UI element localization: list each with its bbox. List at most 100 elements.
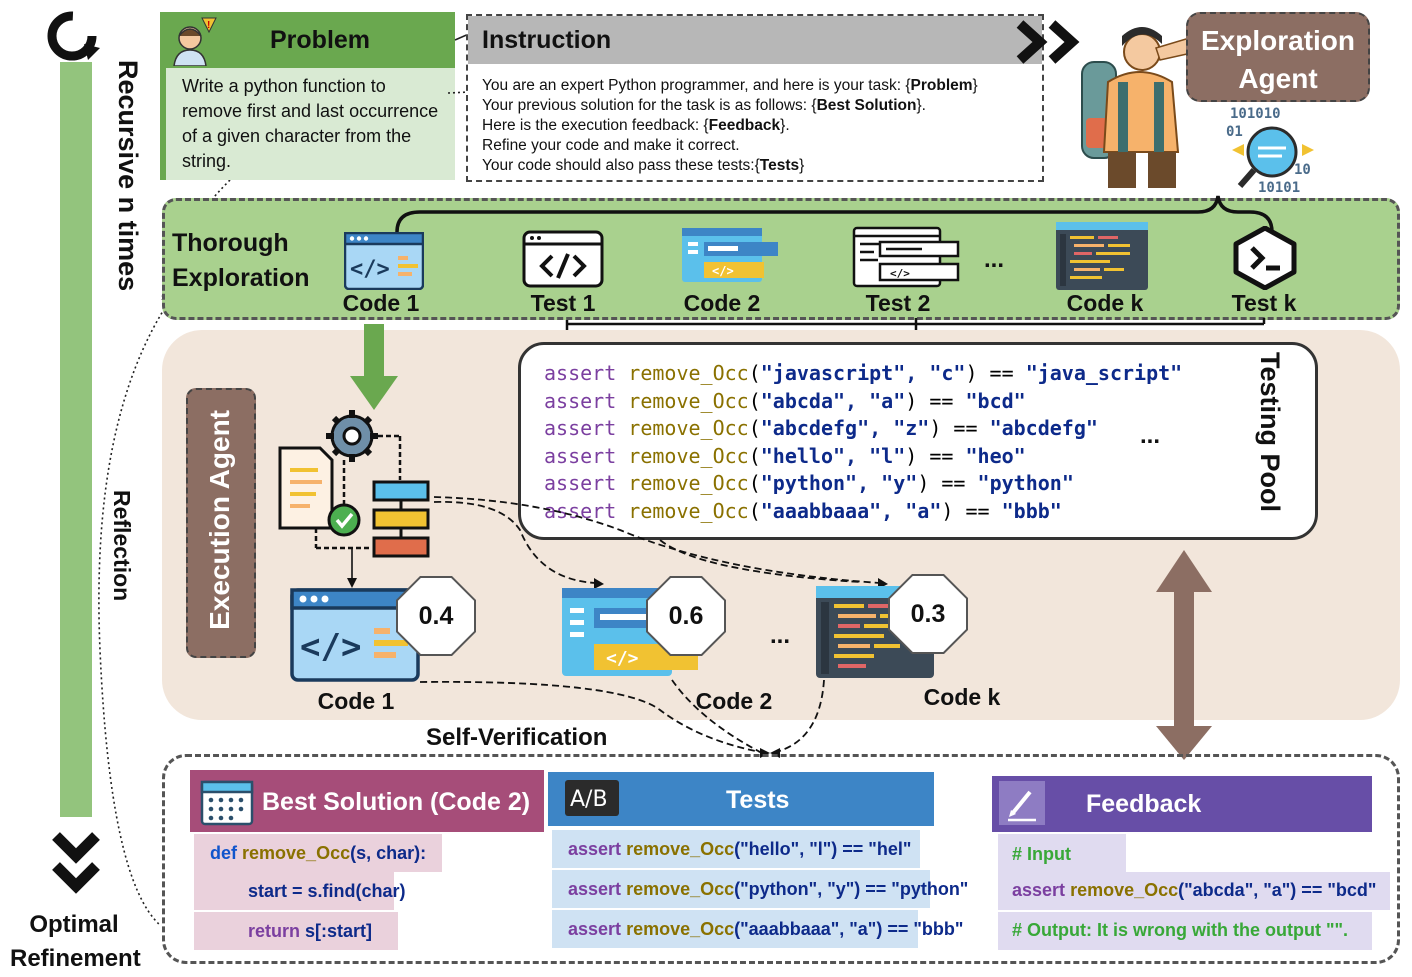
instruction-line-end: }: [972, 77, 978, 94]
instruction-placeholder: Feedback: [708, 117, 781, 134]
tests-line: assert remove_Occ("hello", "l") == "hel": [568, 839, 911, 860]
exploration-item-label: Code 2: [683, 290, 761, 316]
instruction-line: Refine your code and make it correct.: [482, 136, 978, 156]
feedback-assert-func: remove_Occ: [1070, 880, 1179, 900]
instruction-line-text: You are an expert Python programmer, and…: [482, 77, 911, 94]
code-keyword: return: [248, 921, 306, 941]
instruction-line-text: Your previous solution for the task is a…: [482, 97, 817, 114]
score-value: 0.3: [890, 576, 966, 652]
best-solution-line: start = s.find(char): [248, 881, 406, 902]
assert-args: "abcda", "a": [760, 388, 906, 413]
feedback-assert-line: assert remove_Occ("abcda", "a") == "bcd": [1012, 880, 1376, 901]
svg-text:</>: </>: [300, 627, 361, 667]
svg-text:10101: 10101: [1258, 180, 1300, 194]
testing-pool-label: Testing Pool: [1255, 352, 1285, 512]
code-2-icon: </>: [682, 228, 778, 288]
assert-line: assert remove_Occ("abcda", "a") == "bcd": [544, 388, 1026, 413]
assert-func: remove_Occ: [628, 361, 749, 385]
assert-func: remove_Occ: [628, 498, 749, 523]
tests-assert-func: remove_Occ: [626, 839, 735, 859]
testing-pool-box: [518, 342, 1318, 540]
execution-agent-badge: Execution Agent: [186, 388, 256, 658]
code-1-icon: </>: [343, 231, 425, 291]
instruction-line-end: }: [799, 157, 805, 174]
tests-assert-args: ("python", "y") == "python": [734, 879, 969, 899]
assert-keyword: assert: [544, 471, 617, 495]
exec-code-label: Code k: [923, 684, 1001, 710]
assert-expected: "bbb": [1001, 498, 1062, 523]
assert-args: "hello", "l": [760, 443, 906, 468]
exploration-item-label: Test 1: [530, 290, 596, 316]
execution-process-icon: [276, 408, 436, 568]
binary-search-icon: 101010 01 10 10101: [1218, 104, 1328, 196]
tests-assert-args: ("hello", "l") == "hel": [734, 839, 912, 859]
feedback-input-comment: # Input: [1012, 844, 1071, 864]
feedback-output-comment: # Output: It is wrong with the output ""…: [1012, 920, 1349, 940]
score-value: 0.6: [648, 578, 724, 654]
tests-line: assert remove_Occ("python", "y") == "pyt…: [568, 879, 968, 900]
instruction-header: [468, 16, 1042, 64]
exec-code-1-icon: </>: [290, 588, 420, 682]
tests-row-bg: [552, 870, 930, 908]
feedback-assert-keyword: assert: [1012, 880, 1066, 900]
code-rest: start = s.find(char): [248, 881, 406, 901]
instruction-placeholder: Best Solution: [816, 97, 917, 114]
instruction-line-text: Your code should also pass these tests:{: [482, 157, 760, 174]
assert-func: remove_Occ: [628, 471, 749, 495]
score-badge: 0.3: [888, 574, 968, 654]
refresh-icon: [44, 8, 100, 64]
assert-args: "javascript", "c": [760, 361, 966, 385]
recursive-label: Recursive n times: [113, 60, 143, 292]
reflection-label: Reflection: [109, 490, 135, 602]
exploration-ellipsis: ...: [984, 246, 1005, 273]
svg-text:!: !: [207, 20, 210, 31]
best-solution-row-bg: [194, 912, 398, 950]
tests-row-bg: [552, 830, 920, 868]
exploration-agent-label: Exploration Agent: [1200, 25, 1355, 94]
assert-keyword: assert: [544, 388, 617, 413]
assert-expected: "bcd": [965, 388, 1026, 413]
exec-ellipsis: ...: [770, 622, 791, 649]
assert-line: assert remove_Occ("abcdefg", "z") == "ab…: [544, 416, 1098, 440]
tests-line: assert remove_Occ("aaabbaaa", "a") == "b…: [568, 919, 963, 940]
feedback-row-2-bg: [998, 872, 1390, 910]
assert-expected: "python": [977, 471, 1074, 495]
tests-title: Tests: [726, 786, 790, 814]
instruction-line: Your previous solution for the task is a…: [482, 96, 978, 116]
tests-assert-func: remove_Occ: [626, 919, 735, 939]
edit-icon: [998, 780, 1046, 826]
assert-func: remove_Occ: [628, 416, 749, 440]
optimal-refinement-label: Optimal Refinement: [10, 911, 141, 972]
instruction-box: Instruction You are an expert Python pro…: [466, 14, 1044, 182]
svg-text:101010: 101010: [1230, 106, 1281, 122]
svg-text:10: 10: [1294, 162, 1311, 178]
code-func: remove_Occ: [242, 843, 351, 863]
assert-args: "aaabbaaa", "a": [760, 498, 942, 523]
svg-text:01: 01: [1226, 124, 1243, 140]
svg-text:</>: </>: [606, 648, 639, 669]
assert-line: assert remove_Occ("python", "y") == "pyt…: [544, 471, 1074, 495]
assert-func: remove_Occ: [628, 388, 749, 413]
instruction-line-text: Refine your code and make it correct.: [482, 137, 740, 154]
assert-args: "python", "y": [760, 471, 918, 495]
exec-code-label: Code 2: [695, 688, 773, 714]
best-solution-line: return s[:start]: [248, 921, 372, 942]
assert-line: assert remove_Occ("aaabbaaa", "a") == "b…: [544, 498, 1062, 523]
instruction-line-end: }.: [780, 117, 790, 134]
assert-keyword: assert: [544, 416, 617, 440]
assert-keyword: assert: [544, 361, 617, 385]
code-k-icon: [1056, 222, 1148, 290]
problem-text: Write a python function to remove first …: [182, 76, 439, 171]
feedback-row-3-bg: [998, 912, 1372, 950]
assert-expected: "abcdefg": [989, 416, 1098, 440]
exploration-item-label: Code k: [1066, 290, 1144, 316]
assert-line: assert remove_Occ("hello", "l") == "heo": [544, 443, 1026, 468]
svg-text:</>: </>: [350, 257, 390, 282]
bottom-panel: [162, 754, 1400, 964]
instruction-placeholder: Problem: [910, 77, 973, 94]
testing-pool-ellipsis: ...: [1140, 422, 1161, 449]
assert-line: assert remove_Occ("javascript", "c") == …: [544, 361, 1183, 385]
instruction-line-end: }.: [916, 97, 926, 114]
